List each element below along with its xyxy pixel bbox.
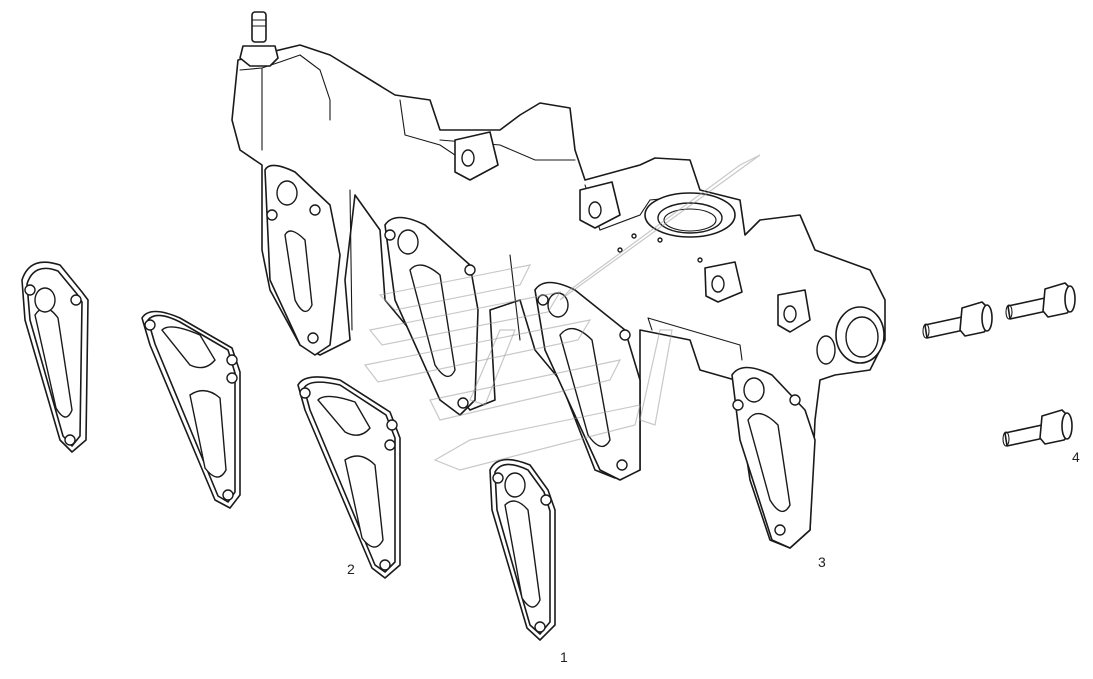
watermark-logo [363, 154, 761, 471]
mounting-boss [704, 261, 743, 303]
mounting-boss [579, 181, 621, 229]
callout-2: 2 [347, 561, 355, 577]
gasket [489, 458, 556, 641]
callout-3: 3 [818, 554, 826, 570]
runner-flange [264, 164, 341, 356]
bolt [1002, 409, 1073, 447]
bolt [922, 301, 993, 339]
gasket [21, 261, 89, 453]
callout-4: 4 [1072, 449, 1080, 465]
side-outlet-port [816, 306, 885, 365]
mounting-boss [454, 131, 499, 181]
runner-flange [731, 366, 816, 549]
gasket [141, 310, 241, 509]
bolt [1005, 282, 1076, 320]
gasket [297, 376, 401, 579]
vacuum-fitting [239, 11, 279, 67]
inlet-port [644, 192, 736, 238]
mounting-boss [777, 289, 811, 333]
callout-1: 1 [560, 649, 568, 665]
